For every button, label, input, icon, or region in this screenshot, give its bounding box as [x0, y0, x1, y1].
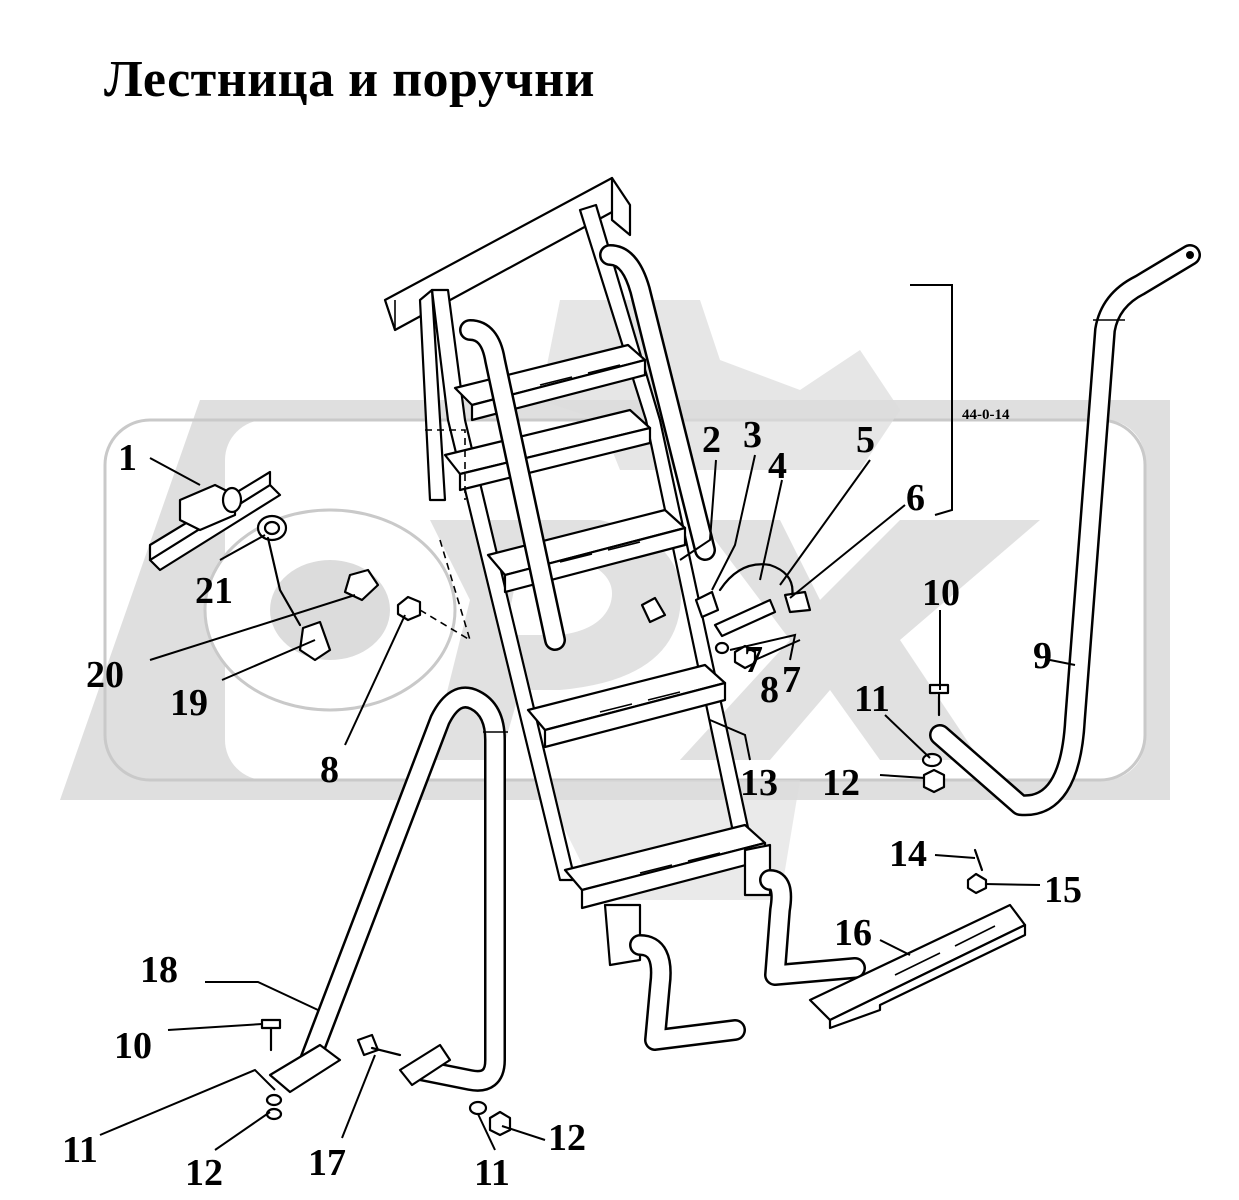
callout-11b: 11 [62, 1129, 98, 1171]
callout-7a: 7 [744, 639, 763, 681]
callout-12c: 12 [548, 1117, 586, 1159]
ladder-step-4 [526, 663, 727, 749]
parts-2-8-clamp-group [640, 563, 812, 670]
drawing-code: 44-0-14 [962, 407, 1010, 423]
part-18-handrail [268, 686, 508, 1094]
part-9-handrail [929, 244, 1201, 817]
group-bracket-line [910, 284, 953, 516]
callout-5: 5 [856, 419, 875, 461]
ladder-step-2 [443, 408, 652, 492]
callout-20: 20 [86, 654, 124, 696]
callout-16: 16 [834, 912, 872, 954]
callout-9: 9 [1033, 635, 1052, 677]
callout-8b: 8 [320, 749, 339, 791]
callout-21: 21 [195, 570, 233, 612]
ladder-handrails [459, 244, 716, 651]
callout-labels: 1 2 3 4 5 6 7 7 8 8 9 10 10 11 11 11 12 … [62, 414, 1082, 1194]
callout-2: 2 [702, 419, 721, 461]
part-1-bracket [148, 470, 282, 572]
part-8-nut [396, 595, 422, 622]
callout-8a: 8 [760, 669, 779, 711]
callout-14: 14 [889, 833, 927, 875]
ladder-step-5 [563, 823, 767, 910]
callout-11a: 11 [854, 678, 890, 720]
hidden-lines [419, 429, 471, 641]
left-bottom-fasteners [260, 1018, 512, 1137]
callout-11c: 11 [474, 1152, 510, 1194]
callout-6: 6 [906, 477, 925, 519]
callout-18: 18 [140, 949, 178, 991]
page-title: Лестница и поручни [104, 51, 596, 108]
callout-17: 17 [308, 1142, 346, 1184]
callout-12b: 12 [185, 1152, 223, 1194]
callout-10a: 10 [922, 572, 960, 614]
part-16-bracket-plate [808, 848, 1027, 1030]
callout-15: 15 [1044, 869, 1082, 911]
callout-4: 4 [768, 445, 787, 487]
callout-19: 19 [170, 682, 208, 724]
parts-10-12-right-fasteners [921, 683, 950, 794]
ladder-bottom-brackets [603, 843, 866, 1051]
callout-10b: 10 [114, 1025, 152, 1067]
callout-12a: 12 [822, 762, 860, 804]
callout-3: 3 [743, 414, 762, 456]
callout-7b: 7 [782, 659, 801, 701]
callout-1: 1 [118, 437, 137, 479]
callout-13: 13 [740, 762, 778, 804]
leader-lines [99, 454, 1076, 1151]
